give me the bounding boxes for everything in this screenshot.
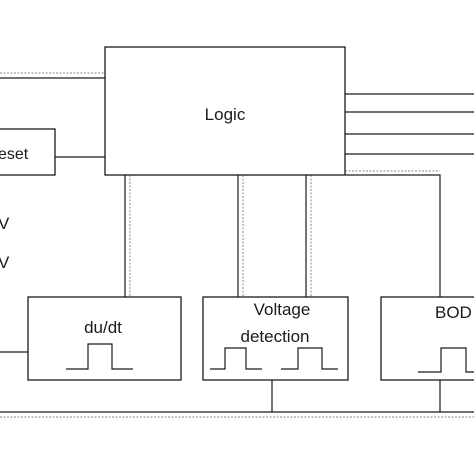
logic-block: Logic bbox=[104, 46, 346, 176]
bod-label: BOD bbox=[435, 303, 472, 322]
left-label-upper: V bbox=[0, 214, 10, 233]
pulse-icon bbox=[418, 347, 474, 373]
left-label-lower: V bbox=[0, 253, 10, 272]
pulse-icon bbox=[281, 347, 338, 370]
logic-label: Logic bbox=[205, 105, 246, 124]
logic-input-wires bbox=[0, 72, 105, 158]
bottom-bus-wires bbox=[0, 351, 474, 418]
voltage-detection-block: Voltage detection bbox=[202, 296, 349, 381]
logic-detector-wires bbox=[124, 175, 312, 297]
dudt-label: du/dt bbox=[84, 318, 122, 337]
dudt-block: du/dt bbox=[27, 296, 182, 381]
voltage-detection-label-line2: detection bbox=[241, 327, 310, 346]
pulse-icon bbox=[210, 347, 262, 370]
reset-block: eset bbox=[0, 128, 56, 176]
reset-label: eset bbox=[0, 146, 29, 163]
voltage-detection-label-line1: Voltage bbox=[254, 300, 311, 319]
pulse-icon bbox=[66, 343, 133, 370]
logic-output-wires bbox=[345, 93, 474, 297]
bod-block: BOD bbox=[380, 296, 474, 381]
